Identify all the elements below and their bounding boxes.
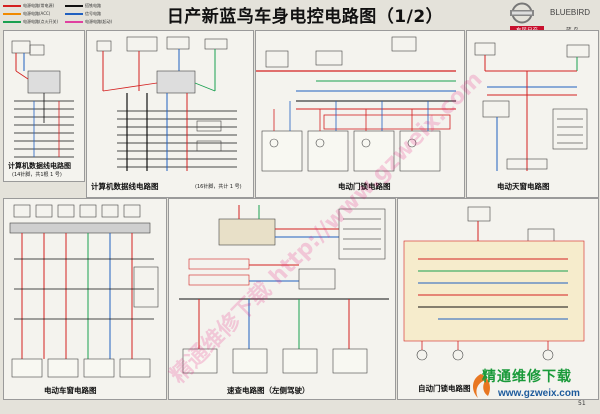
schematic-sunroof — [474, 42, 590, 171]
panel-caption: 电动天窗电路图 — [497, 182, 550, 191]
panel-caption: 自动门锁电路图 — [418, 384, 471, 393]
panel-sunroof: 电动天窗电路图 — [466, 30, 599, 198]
legend-item: 电源电路(起动) — [65, 18, 112, 26]
legend-item: 电源电路(常电源) — [3, 2, 54, 10]
wire-color-legend: 电源电路(常电源) 电源电路(ACC) 电源电路(点火开关) 搭铁电路 信号电路… — [3, 2, 125, 26]
schematic-rear — [403, 206, 585, 361]
page-title: 日产新蓝鸟车身电控电路图（1/2） — [166, 7, 444, 27]
panel-speed-meter: 速查电路图（左侧驾驶） — [168, 198, 396, 400]
site-swirl-icon — [472, 374, 490, 398]
panel-data-line-16: 计算机数据线电路图 (16针脚，共计 1 号) — [86, 30, 254, 198]
schematic-speed-meter — [179, 205, 389, 374]
nissan-logo-icon — [510, 2, 534, 24]
header: 电源电路(常电源) 电源电路(ACC) 电源电路(点火开关) 搭铁电路 信号电路… — [0, 0, 600, 34]
brand-model: BLUEBIRD — [550, 8, 591, 17]
panel-rear: 自动门锁电路图 — [397, 198, 599, 400]
panel-door-lock: 电动门锁电路图 — [255, 30, 465, 198]
panel-caption: 计算机数据线电路图 — [91, 182, 159, 191]
panel-caption: 电动门锁电路图 — [338, 182, 391, 191]
panel-caption: 计算机数据线电路图 — [8, 162, 71, 170]
legend-item: 电源电路(点火开关) — [3, 18, 58, 26]
panel-caption: 速查电路图（左侧驾驶） — [227, 386, 310, 395]
panel-window: 电动车窗电路图 — [3, 198, 167, 400]
schematic-data-line-16 — [96, 36, 237, 171]
schematic-door-lock — [256, 36, 456, 172]
panel-caption: 电动车窗电路图 — [44, 386, 97, 395]
panel-data-line-14: 计算机数据线电路图 (14针脚，共1根 1 号) — [3, 30, 85, 182]
page-number: 51 — [578, 400, 586, 407]
site-logo: 精通维修下载 www.gzweix.com — [468, 364, 598, 412]
panel-subcaption: (16针脚，共计 1 号) — [195, 184, 242, 190]
legend-item: 信号电路 — [65, 10, 101, 18]
schematic-data-line-14 — [11, 40, 74, 158]
legend-item: 搭铁电路 — [65, 2, 101, 10]
site-url: www.gzweix.com — [498, 388, 580, 399]
panel-subcaption: (14针脚，共1根 1 号) — [12, 172, 62, 178]
schematic-window — [9, 204, 159, 378]
legend-item: 电源电路(ACC) — [3, 10, 50, 18]
brand-block: BLUEBIRD 东风日产 蓝 鸟 — [510, 2, 598, 34]
site-name: 精通维修下载 — [482, 369, 572, 385]
